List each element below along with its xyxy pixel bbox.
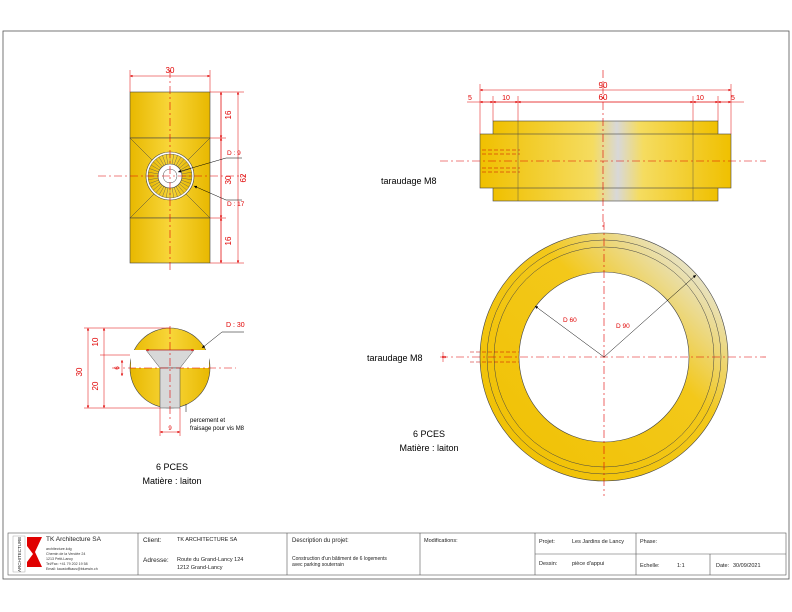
hatch-line bbox=[153, 183, 161, 191]
ring-top-view bbox=[440, 222, 766, 496]
title-block bbox=[7, 532, 787, 576]
hatch-line bbox=[158, 156, 165, 166]
phase-label: Phase: bbox=[640, 539, 658, 545]
hatch-line bbox=[175, 186, 182, 196]
company-line-5: Email: kaustoffkaus@bluewin.ch bbox=[46, 567, 98, 571]
hatch-line bbox=[171, 154, 175, 165]
hatch-line bbox=[155, 185, 163, 193]
dim-ring-mid: 60 bbox=[599, 93, 608, 102]
dim-front-h-top: 16 bbox=[224, 110, 233, 119]
dim-front-d-outer: D : 17 bbox=[227, 201, 245, 208]
dim-front-h-mid: 30 bbox=[224, 175, 233, 184]
desc-line-2: avec parking souterrain bbox=[292, 562, 344, 568]
hatch-line bbox=[181, 179, 191, 184]
part-small-dims bbox=[84, 327, 244, 436]
hatch-line bbox=[162, 155, 167, 165]
company-line-3: 1213 Petit-Lancy bbox=[46, 557, 73, 561]
dim-small-side: 6 bbox=[115, 366, 121, 370]
dim-ring-thread-small: 8 bbox=[442, 355, 448, 358]
hatch-line bbox=[179, 183, 187, 191]
hatch-line bbox=[155, 159, 163, 167]
company-line-4: Tel/Fax: +41 79 202 19 58 bbox=[46, 562, 88, 566]
address-line-1: Route du Grand-Lancy 124 bbox=[177, 557, 243, 563]
hatch-line bbox=[165, 187, 169, 198]
dim-ring-d-outer: D 90 bbox=[616, 323, 630, 330]
dim-ring-left-end: 5 bbox=[468, 95, 472, 102]
dim-ring-right: 10 bbox=[696, 95, 704, 102]
hatch-line bbox=[150, 164, 160, 171]
address-label: Adresse: bbox=[143, 557, 169, 564]
ring-qty: 6 PCES bbox=[413, 429, 445, 439]
hatch-line bbox=[148, 171, 159, 175]
dim-ring-d-inner: D 60 bbox=[563, 317, 577, 324]
hatch-line bbox=[173, 187, 178, 197]
hatch-line bbox=[180, 164, 190, 171]
dim-ring-total: 90 bbox=[599, 81, 608, 90]
address-line-2: 1212 Grand-Lancy bbox=[177, 565, 223, 571]
sheet-border bbox=[2, 30, 790, 580]
hatch-line bbox=[158, 186, 165, 196]
dim-front-width: 30 bbox=[166, 66, 175, 75]
company-name: TK Architecture SA bbox=[46, 536, 102, 543]
modif-label: Modifications: bbox=[424, 538, 458, 544]
projet-value: Les Jardins de Lancy bbox=[572, 539, 624, 545]
logo-text: ARCHITECTURE bbox=[17, 537, 22, 572]
company-line-1: architecture.kdg bbox=[46, 547, 72, 551]
hatch-line bbox=[149, 168, 159, 173]
thread-label-top: taraudage M8 bbox=[367, 353, 423, 363]
dim-front-h-bot: 16 bbox=[224, 236, 233, 245]
dim-small-h2: 20 bbox=[91, 381, 100, 390]
small-note-line1: percement et bbox=[190, 418, 225, 424]
hatch-line bbox=[175, 156, 182, 166]
tk-logo bbox=[12, 535, 42, 573]
dim-front-h-total: 62 bbox=[239, 173, 248, 182]
small-qty: 6 PCES bbox=[156, 462, 188, 472]
hatch-line bbox=[150, 181, 160, 188]
hatch-line bbox=[177, 159, 185, 167]
small-note-line2: fraisage pour vis M8 bbox=[190, 426, 245, 432]
dim-ring-right-end: 5 bbox=[731, 95, 735, 102]
hatch-line bbox=[181, 168, 191, 173]
dim-front-d-inner: D : 9 bbox=[227, 150, 241, 157]
ring-material: Matière : laiton bbox=[399, 443, 458, 453]
hatch-line bbox=[153, 161, 161, 169]
hatch-line bbox=[162, 187, 167, 197]
ring-top-dims bbox=[442, 274, 697, 362]
hatch-line bbox=[180, 181, 190, 188]
echelle-label: Echelle: bbox=[640, 563, 660, 569]
desc-label: Description du projet: bbox=[292, 538, 349, 544]
dim-small-top: D : 30 bbox=[226, 322, 245, 329]
dessin-value: pièce d'appui bbox=[572, 561, 604, 567]
client-value: TK ARCHITECTURE SA bbox=[177, 537, 238, 543]
hatch-line bbox=[179, 161, 187, 169]
dim-small-h1: 10 bbox=[91, 337, 100, 346]
ring-side-dims bbox=[467, 84, 744, 134]
part-front-view bbox=[98, 70, 246, 270]
hatch-line bbox=[148, 177, 159, 181]
desc-line-1: Construction d'un bâtiment de 6 logement… bbox=[292, 556, 387, 562]
echelle-value: 1:1 bbox=[677, 563, 685, 569]
hatch-line bbox=[181, 177, 192, 181]
dim-small-bottom: 9 bbox=[168, 426, 172, 432]
company-line-2: Chemin de la Vendée 24 bbox=[46, 552, 85, 556]
dessin-label: Dessin: bbox=[539, 561, 558, 567]
dim-small-h-total: 30 bbox=[75, 367, 84, 376]
dim-ring-left: 10 bbox=[502, 95, 510, 102]
ring-side-view bbox=[440, 70, 766, 228]
small-material: Matière : laiton bbox=[142, 476, 201, 486]
hatch-line bbox=[181, 171, 192, 175]
client-label: Client: bbox=[143, 537, 162, 544]
projet-label: Projet: bbox=[539, 539, 555, 545]
date-value: 30/09/2021 bbox=[733, 563, 761, 569]
hatch-line bbox=[177, 185, 185, 193]
hatch-line bbox=[173, 155, 178, 165]
part-front-dims bbox=[129, 70, 244, 264]
hatch-line bbox=[149, 179, 159, 184]
date-label: Date: bbox=[716, 563, 730, 569]
thread-label-side: taraudage M8 bbox=[381, 176, 437, 186]
hatch-line bbox=[171, 187, 175, 198]
part-small-view bbox=[112, 326, 236, 420]
hatch-line bbox=[165, 154, 169, 165]
